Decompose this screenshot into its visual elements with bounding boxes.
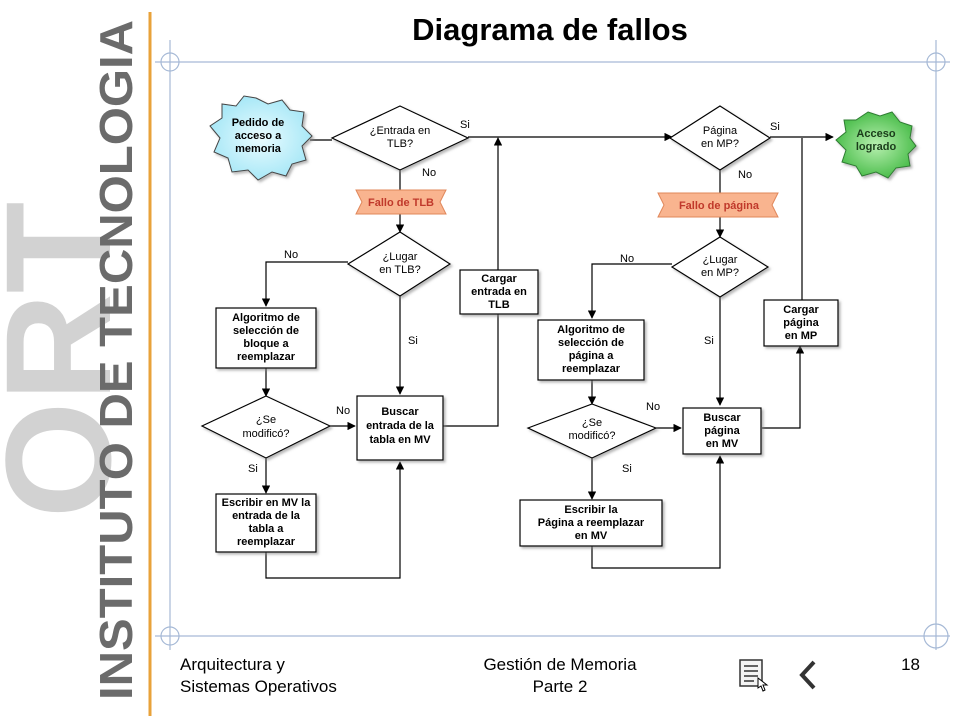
footer-topic-line-2: Parte 2: [532, 677, 588, 696]
mp-decision-line-2: en MP?: [701, 138, 739, 150]
write-table-entry-line-1: Escribir en MV la: [222, 497, 312, 509]
label-tlb-yes: Si: [460, 119, 470, 131]
logo-mark: ORT: [0, 202, 142, 519]
page-modified-line-1: ¿Se: [582, 417, 602, 429]
footer-course-line-1: Arquitectura y: [180, 655, 285, 674]
write-table-entry-line-2: entrada de la: [232, 510, 301, 522]
write-table-entry-line-4: reemplazar: [237, 536, 296, 548]
back-arrow-icon[interactable]: [796, 658, 820, 692]
footer-topic: Gestión de Memoria Parte 2: [460, 654, 660, 698]
page-replace-algo-line-4: reemplazar: [562, 363, 621, 375]
label-mp-yes: Si: [770, 121, 780, 133]
tlb-replace-algo-line-2: selección de: [233, 325, 299, 337]
start-node-line-3: memoria: [235, 143, 282, 155]
tlb-decision-line-1: ¿Entrada en: [370, 125, 431, 137]
search-page-mv-line-1: Buscar: [703, 412, 741, 424]
label-tlb-room-yes: Si: [408, 335, 418, 347]
write-page-box: [519, 499, 663, 547]
guide-lines: [155, 40, 950, 650]
load-tlb-entry-box: [459, 269, 539, 315]
tlb-room-decision: [346, 231, 452, 297]
tlb-modified-line-2: modificó?: [242, 428, 289, 440]
institution-name: INSTITUTO DE TECNOLOGIA: [90, 20, 142, 700]
footer-topic-line-1: Gestión de Memoria: [483, 655, 637, 674]
end-node-line-2: logrado: [856, 141, 897, 153]
brand-strip: ORT INSTITUTO DE TECNOLOGIA: [0, 0, 160, 720]
logo-text: ORT: [0, 202, 142, 519]
footer-course: Arquitectura y Sistemas Operativos: [180, 654, 337, 698]
start-node-line-1: Pedido de: [232, 117, 285, 129]
mp-decision: [668, 105, 772, 171]
tlb-replace-algo-line-3: bloque a: [243, 338, 289, 350]
end-node-line-1: Acceso: [856, 128, 895, 140]
connectors: [261, 132, 834, 579]
load-page-mp-line-3: en MP: [785, 330, 817, 342]
label-mp-room-yes: Si: [704, 335, 714, 347]
search-page-mv-box: [682, 407, 762, 455]
load-tlb-entry-line-2: entrada en: [471, 286, 527, 298]
label-mp-room-no: No: [620, 253, 634, 265]
label-page-mod-yes: Si: [622, 463, 632, 475]
write-page-line-1: Escribir la: [564, 504, 618, 516]
mp-room-line-2: en MP?: [701, 267, 739, 279]
search-table-entry-box: [356, 395, 444, 461]
page-replace-algo-line-3: página a: [569, 350, 615, 362]
tlb-room-line-2: en TLB?: [379, 264, 420, 276]
page-replace-algo-line-1: Algoritmo de: [557, 324, 625, 336]
mp-room-decision: [670, 236, 770, 298]
start-node-line-2: acceso a: [235, 130, 282, 142]
tlb-decision: [330, 105, 470, 171]
label-tlb-mod-yes: Si: [248, 463, 258, 475]
load-page-mp-line-2: página: [783, 317, 819, 329]
label-mp-no: No: [738, 169, 752, 181]
search-table-entry-line-1: Buscar: [381, 406, 419, 418]
page-modified-decision: [526, 403, 658, 459]
tlb-replace-algo-line-1: Algoritmo de: [232, 312, 300, 324]
page-number: 18: [901, 655, 920, 674]
tlb-decision-line-2: TLB?: [387, 138, 413, 150]
search-table-entry-line-2: entrada de la: [366, 420, 435, 432]
write-page-line-2: Página a reemplazar: [538, 517, 645, 529]
label-page-mod-no: No: [646, 401, 660, 413]
tlb-replace-algo-line-4: reemplazar: [237, 351, 296, 363]
end-node: [835, 111, 917, 179]
institution-name-group: INSTITUTO DE TECNOLOGIA: [90, 20, 142, 700]
tlb-modified-line-1: ¿Se: [256, 414, 276, 426]
search-page-mv-line-3: en MV: [706, 438, 739, 450]
page-fault-banner: [657, 192, 779, 218]
mp-room-line-1: ¿Lugar: [703, 254, 738, 266]
load-tlb-entry-line-1: Cargar: [481, 273, 517, 285]
slide-title: Diagrama de fallos: [412, 12, 688, 47]
load-tlb-entry-line-3: TLB: [488, 299, 509, 311]
page-fault-label: Fallo de página: [679, 200, 760, 212]
tlb-fault-label: Fallo de TLB: [368, 197, 434, 209]
label-tlb-mod-no: No: [336, 405, 350, 417]
search-page-mv-line-2: página: [704, 425, 740, 437]
page-replace-algo-box: [537, 319, 645, 381]
page-modified-line-2: modificó?: [568, 430, 615, 442]
notes-document-icon[interactable]: [738, 658, 770, 692]
tlb-room-line-1: ¿Lugar: [383, 251, 418, 263]
tlb-fault-banner: [355, 189, 447, 215]
label-tlb-no: No: [422, 167, 436, 179]
tlb-replace-algo-box: [215, 307, 317, 369]
footer-course-line-2: Sistemas Operativos: [180, 677, 337, 696]
write-table-entry-box: [215, 493, 317, 553]
load-page-mp-box: [763, 299, 839, 347]
label-tlb-room-no: No: [284, 249, 298, 261]
branch-labels: Si No Si No No Si No Si No Si No Si: [248, 119, 780, 475]
write-table-entry-line-3: tabla a: [249, 523, 285, 535]
mp-decision-line-1: Página: [703, 125, 738, 137]
tlb-modified-decision: [200, 395, 332, 459]
write-page-line-3: en MV: [575, 530, 608, 542]
load-page-mp-line-1: Cargar: [783, 304, 819, 316]
search-table-entry-line-3: tabla en MV: [369, 434, 431, 446]
start-node: [209, 95, 313, 181]
page-replace-algo-line-2: selección de: [558, 337, 624, 349]
